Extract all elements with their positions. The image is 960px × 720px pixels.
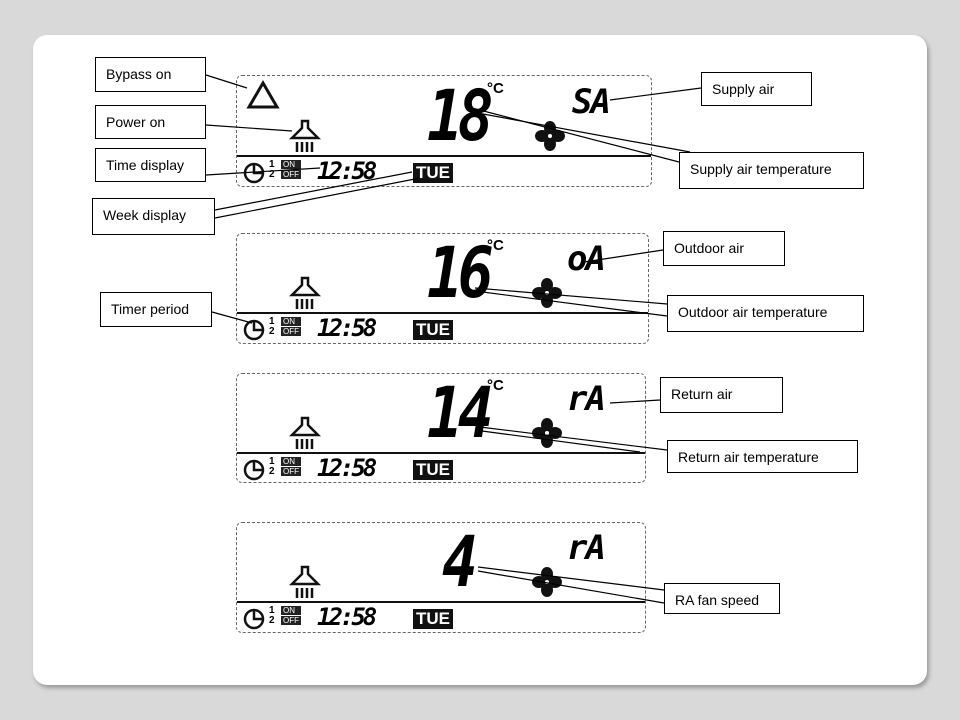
- air-code: SA: [572, 82, 611, 122]
- week-display-label: Week display: [92, 198, 215, 235]
- off-badge: OFF: [281, 616, 301, 625]
- week-day-display: TUE: [413, 163, 453, 183]
- outdoor-air-temperature-label: Outdoor air temperature: [667, 295, 864, 332]
- celsius-unit: °C: [487, 237, 504, 254]
- ra-fan-speed-label: RA fan speed: [664, 583, 780, 614]
- off-badge: OFF: [281, 170, 301, 179]
- clock-icon: [243, 319, 265, 346]
- diagram-card: [33, 35, 927, 685]
- time-display: 12:58: [317, 314, 377, 342]
- divider: [237, 312, 648, 314]
- temperature-value: 14: [427, 372, 494, 454]
- week-day-display: TUE: [413, 460, 453, 480]
- fan-icon: [532, 567, 562, 602]
- bypass-icon: [246, 80, 280, 115]
- celsius-unit: °C: [487, 377, 504, 394]
- clock-icon: [243, 459, 265, 486]
- period-1: 1: [269, 159, 275, 170]
- power-hood-icon: [288, 565, 322, 604]
- outdoor-air-label: Outdoor air: [663, 231, 785, 266]
- on-badge: ON: [281, 160, 301, 169]
- period-2: 2: [269, 169, 275, 180]
- period-1: 1: [269, 456, 275, 467]
- time-display: 12:58: [317, 454, 377, 482]
- period-1: 1: [269, 605, 275, 616]
- fan-icon: [535, 121, 565, 156]
- period-2: 2: [269, 466, 275, 477]
- air-code: oA: [567, 239, 606, 279]
- power-on-label: Power on: [95, 105, 206, 139]
- week-day-display: TUE: [413, 320, 453, 340]
- power-hood-icon: [288, 416, 322, 455]
- on-badge: ON: [281, 317, 301, 326]
- divider: [237, 155, 651, 157]
- fan-icon: [532, 278, 562, 313]
- timer-period-label: Timer period: [100, 292, 212, 327]
- period-2: 2: [269, 326, 275, 337]
- temperature-value: 18: [427, 75, 494, 157]
- bypass-on-label: Bypass on: [95, 57, 206, 92]
- week-day-display: TUE: [413, 609, 453, 629]
- temperature-value: 16: [427, 232, 494, 314]
- on-badge: ON: [281, 457, 301, 466]
- period-2: 2: [269, 615, 275, 626]
- off-badge: OFF: [281, 327, 301, 336]
- time-display-label: Time display: [95, 148, 206, 182]
- on-badge: ON: [281, 606, 301, 615]
- period-1: 1: [269, 316, 275, 327]
- supply-air-temperature-label: Supply air temperature: [679, 152, 864, 189]
- power-hood-icon: [288, 276, 322, 315]
- return-air-temperature-label: Return air temperature: [667, 440, 858, 473]
- air-code: rA: [567, 379, 606, 419]
- celsius-unit: °C: [487, 80, 504, 97]
- return-air-label: Return air: [660, 377, 783, 413]
- power-hood-icon: [288, 119, 322, 158]
- divider: [237, 601, 645, 603]
- supply-air-label: Supply air: [701, 72, 812, 106]
- clock-icon: [243, 608, 265, 635]
- fan-icon: [532, 418, 562, 453]
- temperature-value: 4: [442, 521, 478, 603]
- off-badge: OFF: [281, 467, 301, 476]
- divider: [237, 452, 645, 454]
- air-code: rA: [567, 528, 606, 568]
- time-display: 12:58: [317, 603, 377, 631]
